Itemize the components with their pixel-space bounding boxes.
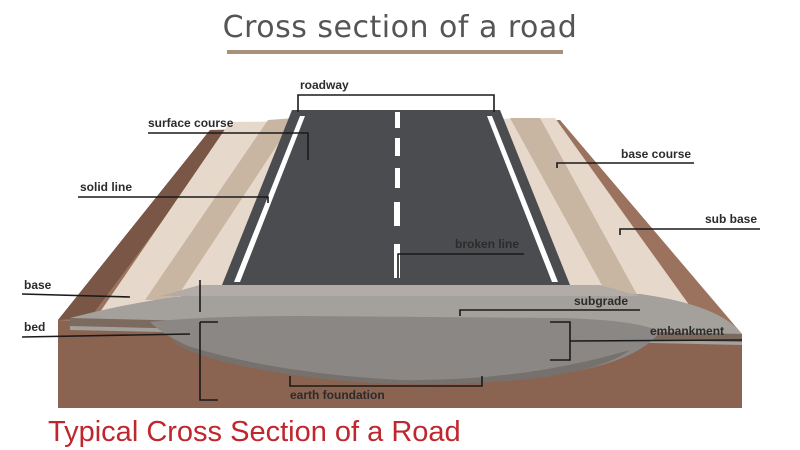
caption: Typical Cross Section of a Road bbox=[48, 416, 461, 448]
page-title: Cross section of a road bbox=[222, 10, 578, 45]
base-layer-left bbox=[145, 118, 295, 300]
base-layer-right bbox=[510, 118, 640, 300]
label-surface-course: surface course bbox=[148, 116, 234, 130]
centre-dash bbox=[394, 244, 400, 278]
label-bed: bed bbox=[24, 320, 45, 334]
earth-foundation-shadow bbox=[170, 340, 630, 385]
label-sub-base: sub base bbox=[705, 212, 757, 226]
centre-dash bbox=[395, 112, 400, 128]
label-broken-line: broken line bbox=[455, 237, 519, 251]
base-leader bbox=[21, 280, 201, 312]
label-roadway: roadway bbox=[300, 78, 349, 92]
label-embankment: embankment bbox=[650, 324, 724, 338]
roadway-leader bbox=[297, 94, 495, 112]
earth-foundation-leader bbox=[289, 376, 483, 387]
surface-course-leader bbox=[148, 132, 309, 160]
label-base: base bbox=[24, 278, 52, 292]
label-solid-line: solid line bbox=[80, 180, 132, 194]
centre-dash bbox=[394, 202, 400, 226]
bed-leader bbox=[21, 321, 218, 401]
centre-dash bbox=[395, 168, 400, 188]
asphalt-surface bbox=[222, 110, 570, 285]
road-base-slab bbox=[160, 285, 640, 296]
label-base-course: base course bbox=[621, 147, 691, 161]
solid-edge-line-left bbox=[234, 116, 305, 282]
sub-base-leader bbox=[619, 228, 760, 235]
broken-centre-line bbox=[394, 112, 400, 278]
centre-dash bbox=[395, 138, 400, 156]
broken-line-leader bbox=[397, 253, 524, 278]
subgrade-leader bbox=[459, 309, 640, 316]
label-earth-foundation: earth foundation bbox=[290, 388, 385, 402]
embankment-leader bbox=[550, 321, 743, 361]
base-course-leader bbox=[556, 162, 694, 168]
solid-line-leader bbox=[78, 196, 269, 203]
earth-left-edge bbox=[58, 130, 230, 320]
earth-foundation-mass bbox=[150, 316, 660, 381]
title-underline bbox=[227, 50, 563, 54]
solid-edge-line-right bbox=[487, 116, 558, 282]
label-subgrade: subgrade bbox=[574, 294, 628, 308]
